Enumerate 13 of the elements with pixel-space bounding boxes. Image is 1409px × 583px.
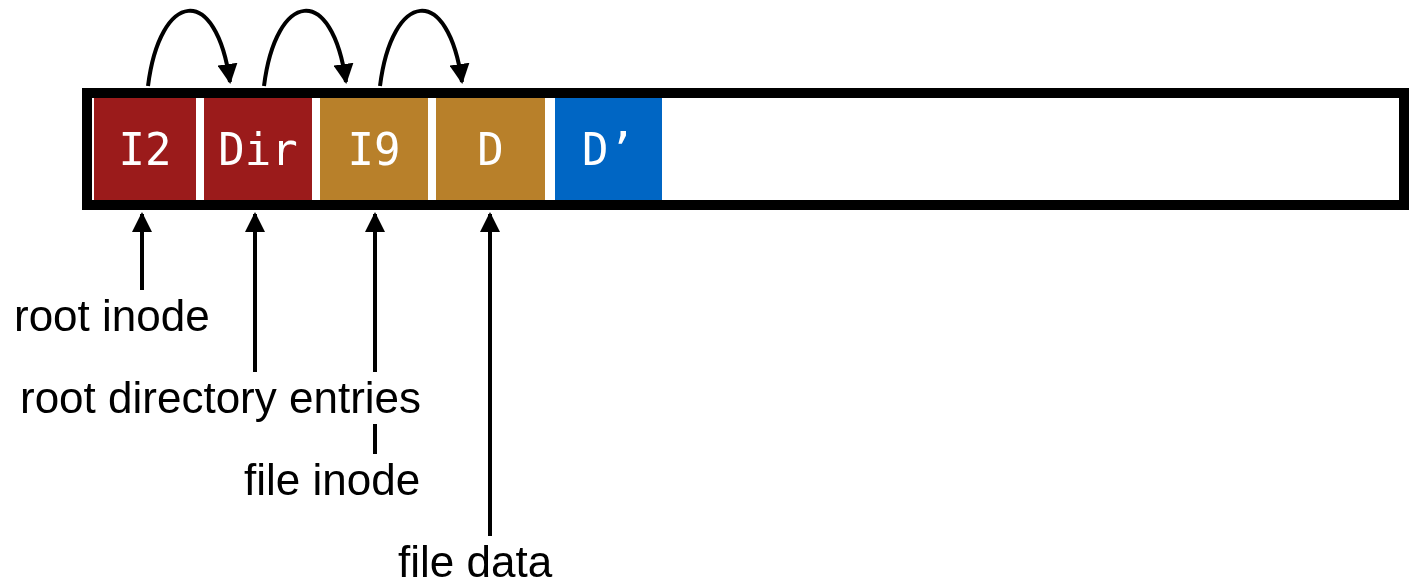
arrow xyxy=(146,9,237,87)
callout-label: root directory entries xyxy=(20,372,422,424)
storage-bar xyxy=(82,88,1409,210)
leader-line xyxy=(480,212,500,536)
disk-block: D xyxy=(436,98,545,200)
arrow xyxy=(262,9,353,87)
leader-line xyxy=(132,212,152,290)
leader-line xyxy=(245,212,265,372)
disk-block: I9 xyxy=(320,98,428,200)
disk-block: Dir xyxy=(204,98,312,200)
arrow xyxy=(378,9,469,87)
disk-block: I2 xyxy=(94,98,196,200)
disk-block: D’ xyxy=(555,98,662,200)
